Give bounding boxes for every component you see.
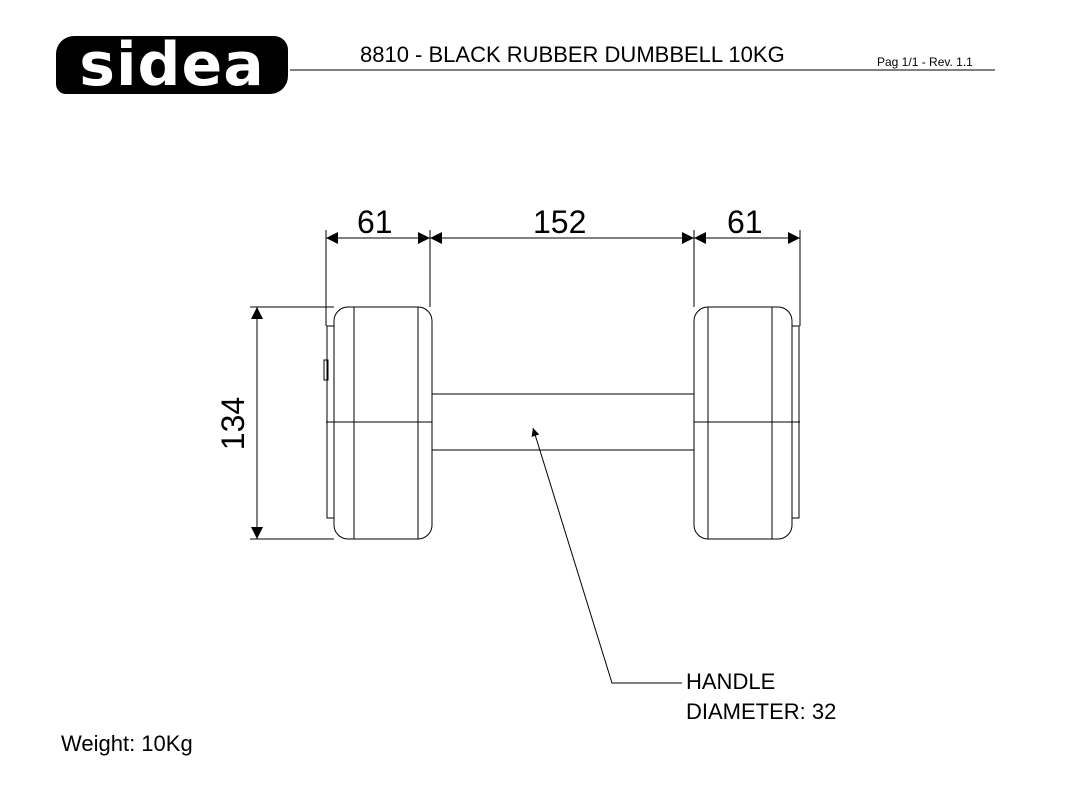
dim-handle-length-label: 152 [533,204,587,240]
sidea-logo: sidea [56,30,288,100]
dim-left-plate-label: 61 [357,204,393,240]
drawing-title: 8810 - BLACK RUBBER DUMBBELL 10KG [360,42,785,67]
callout-handle-diameter: DIAMETER: 32 [686,699,837,724]
dim-right-plate-label: 61 [727,204,763,240]
weight-note: Weight: 10Kg [61,731,193,756]
extension-lines [250,230,801,540]
logo-text: sidea [79,30,265,100]
right-plate [693,306,800,540]
dim-height-label: 134 [215,396,252,451]
handle [432,393,694,451]
left-plate [323,306,433,540]
handle-leader-line [531,427,682,684]
callout-handle: HANDLE [686,669,776,694]
page-revision: Pag 1/1 - Rev. 1.1 [877,55,973,69]
